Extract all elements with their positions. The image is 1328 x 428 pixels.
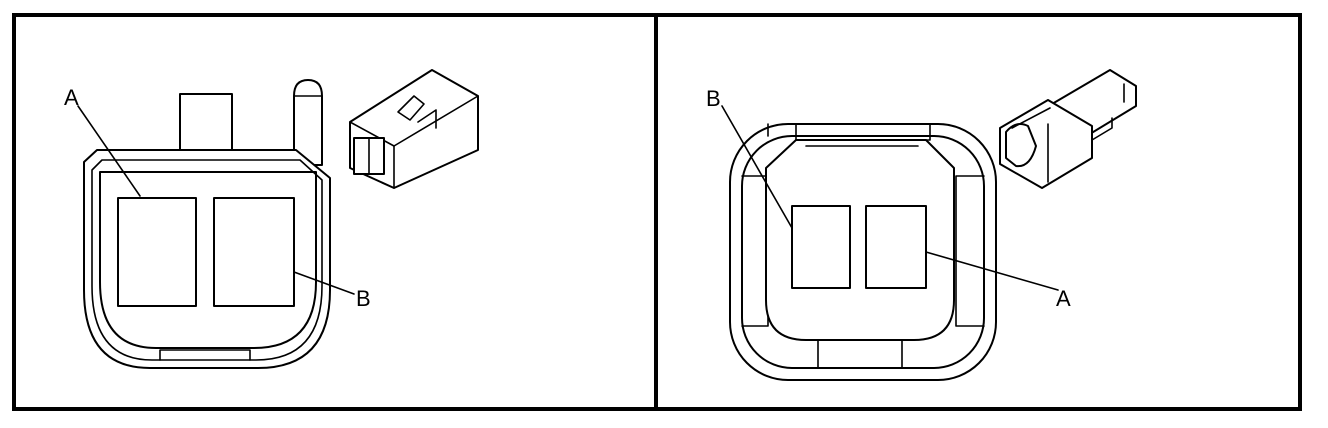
right-panel: B A [706, 69, 1137, 381]
left-callout-a: A [64, 85, 79, 110]
right-callout-a: A [1056, 286, 1071, 311]
left-connector-face [83, 79, 331, 369]
right-connector-isometric [999, 69, 1137, 189]
left-cavity-b [213, 197, 295, 307]
left-panel: A B [64, 69, 479, 369]
right-cavity-b [791, 205, 851, 289]
left-callout-b: B [356, 286, 371, 311]
right-connector-face [729, 123, 997, 381]
left-connector-isometric [349, 69, 479, 189]
right-callout-b: B [706, 86, 721, 111]
left-cavity-a [117, 197, 197, 307]
right-cavity-a [865, 205, 927, 289]
